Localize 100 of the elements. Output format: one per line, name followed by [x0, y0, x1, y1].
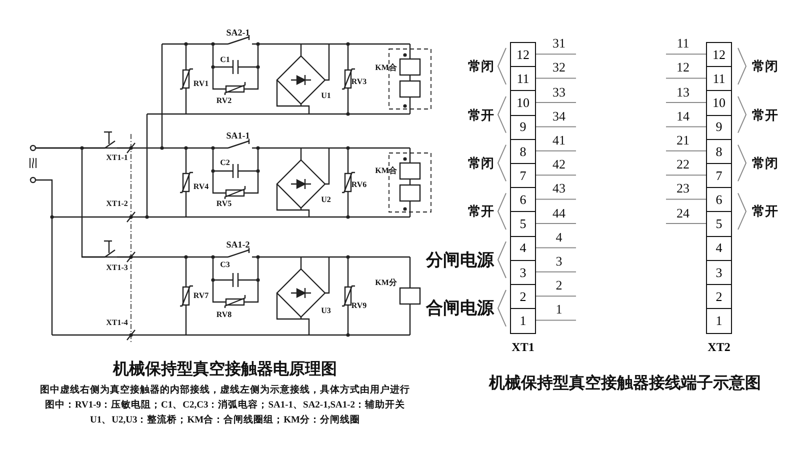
terminal-cell: 11 [706, 66, 732, 92]
wire [536, 271, 576, 272]
wire-number: 31 [552, 36, 566, 50]
component-label: SA1-1 [226, 132, 250, 140]
wire-number: 32 [552, 60, 566, 74]
terminal-cell: 9 [510, 114, 536, 140]
component-label: C2 [220, 159, 230, 167]
wire-number: 23 [676, 182, 690, 195]
wire-number: 13 [676, 85, 690, 98]
component-label: RV4 [193, 183, 209, 191]
wire [536, 296, 576, 297]
note-text: U1、U2,U3：整流桥；KM合：合闸线圈组；KM分：分闸线圈 [90, 416, 360, 426]
section-heading: 机械保持型真空接触器接线端子示意图 [489, 376, 761, 392]
wire-number: 41 [552, 133, 566, 146]
terminal-cell: 12 [510, 42, 536, 68]
wire-number: 24 [676, 206, 690, 219]
terminal-function-label: 常闭 [468, 60, 494, 73]
terminal-function-label: 常开 [752, 204, 778, 218]
terminal-label: XT1-3 [106, 264, 128, 272]
terminal-function-label: 常闭 [468, 156, 494, 170]
wire [536, 150, 576, 152]
terminal-block-label: XT1 [510, 340, 536, 356]
terminal-cell: 6 [510, 187, 536, 213]
wire-number: 43 [552, 182, 566, 195]
terminal-cell: 10 [510, 90, 536, 116]
wire [666, 54, 706, 55]
terminal-label: XT1-1 [106, 154, 128, 162]
component-label: C1 [220, 56, 230, 64]
wire-number: 33 [552, 85, 566, 98]
terminal-cell: 3 [510, 260, 536, 286]
component-label: RV8 [216, 311, 232, 319]
terminal-cell: 3 [706, 260, 732, 286]
wire-number: 11 [676, 36, 690, 50]
component-label: KM合 [375, 167, 397, 175]
terminal-cell: 4 [706, 236, 732, 262]
terminal-cell: 6 [706, 187, 732, 213]
wire [666, 198, 706, 200]
terminal-function-label: 常闭 [752, 60, 778, 73]
component-label: SA2-1 [226, 28, 250, 38]
terminal-block-label: XT2 [706, 340, 732, 356]
wire-number: 21 [676, 133, 690, 146]
terminal-label: XT1-2 [106, 200, 128, 208]
wire-number: 4 [556, 230, 562, 244]
wire [536, 174, 576, 176]
terminal-cell: 12 [706, 42, 732, 68]
terminal-cell: 4 [510, 236, 536, 262]
wire-number: 3 [556, 254, 562, 268]
terminal-cell: 5 [510, 211, 536, 238]
terminal-label: XT1-4 [106, 319, 128, 327]
component-label: KM分 [375, 279, 397, 287]
component-label: RV7 [193, 292, 209, 300]
wire [666, 78, 706, 79]
terminal-function-label: 常闭 [752, 156, 778, 170]
component-label: RV1 [193, 80, 209, 88]
terminal-cell: 11 [510, 66, 536, 92]
wire-number: 12 [676, 60, 690, 74]
component-label: U1 [321, 92, 331, 100]
terminal-function-label: 分闸电源 [426, 251, 494, 268]
terminal-cell: 2 [510, 284, 536, 310]
terminal-function-label: 常开 [468, 108, 494, 122]
wire [536, 102, 576, 103]
wire-number: 34 [552, 109, 566, 122]
component-label: RV2 [216, 97, 232, 105]
wire-number: 22 [676, 158, 690, 171]
terminal-cell: 7 [706, 163, 732, 189]
wire [536, 126, 576, 128]
component-label: KM合 [375, 64, 397, 72]
terminal-cell: 7 [510, 163, 536, 189]
terminal-cell: 10 [706, 90, 732, 116]
wire [666, 150, 706, 152]
wire [666, 223, 706, 224]
wire [666, 126, 706, 128]
terminal-function-label: 常开 [752, 108, 778, 122]
wire [666, 174, 706, 176]
section-heading: 机械保持型真空接触器电原理图 [113, 362, 337, 378]
terminal-cell: 5 [706, 211, 732, 238]
component-label: SA1-2 [226, 240, 250, 250]
wire [536, 198, 576, 200]
wire-number: 44 [552, 206, 566, 219]
wire-number: 14 [676, 109, 690, 122]
terminal-cell: 2 [706, 284, 732, 310]
wire [536, 54, 576, 55]
wire [536, 320, 576, 321]
terminal-cell: 9 [706, 114, 732, 140]
note-text: 图中：RV1-9：压敏电阻；C1、C2,C3：消弧电容；SA1-1、SA2-1,SA1-2：辅助开关 [44, 401, 406, 411]
component-label: U2 [321, 196, 331, 204]
wire [536, 223, 576, 224]
component-label: C3 [220, 261, 230, 269]
wire [666, 102, 706, 103]
note-text: 图中虚线右侧为真空接触器的内部接线，虚线左侧为示意接线，具体方式由用户进行 [40, 386, 410, 396]
wire-number: 1 [556, 302, 562, 316]
component-label: RV3 [351, 78, 367, 86]
terminal-cell: 8 [510, 138, 536, 164]
component-label: RV5 [216, 200, 232, 208]
terminal-cell: 1 [510, 308, 536, 334]
terminal-cell: 1 [706, 308, 732, 334]
terminal-cell: 8 [706, 138, 732, 164]
wire [536, 247, 576, 248]
wire-number: 2 [556, 278, 562, 292]
wire [536, 78, 576, 79]
